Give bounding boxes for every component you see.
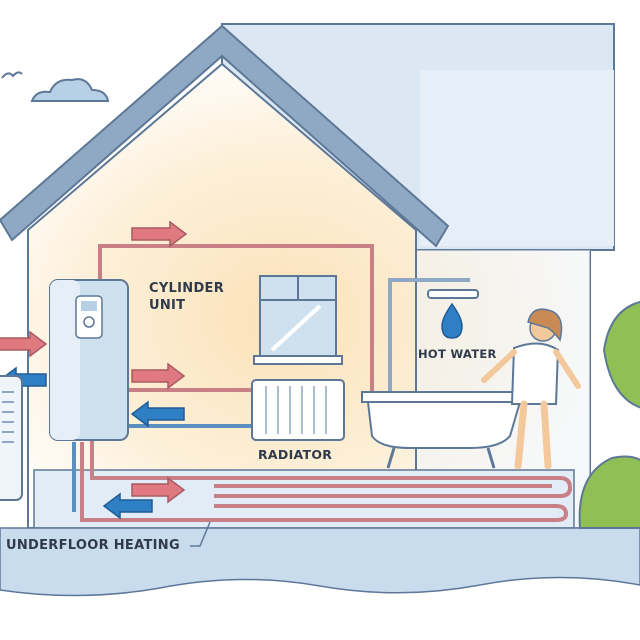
underfloor-heating-label: UNDERFLOOR HEATING (6, 538, 180, 553)
cylinder-unit-label: CYLINDER UNIT (149, 280, 224, 314)
bird-icon (1, 71, 23, 79)
cylinder-unit (49, 279, 129, 441)
ground (0, 527, 640, 597)
person-icon (481, 308, 581, 470)
thermostat-icon (75, 295, 103, 339)
shower-icon (427, 289, 479, 299)
cylinder-unit-label-line2: UNIT (149, 298, 186, 313)
hot-pipes (80, 244, 573, 522)
underfloor-leader (190, 521, 211, 547)
hot-water-label: HOT WATER (418, 347, 497, 361)
bush-icon (578, 301, 640, 529)
roof (0, 24, 450, 248)
window (253, 275, 343, 365)
radiator-unit (251, 379, 345, 441)
outdoor-unit (0, 375, 23, 501)
cold-pipes (72, 424, 256, 512)
radiator-label: RADIATOR (258, 447, 333, 462)
bathtub (361, 391, 527, 469)
cloud-icon (30, 78, 110, 102)
water-drop-icon (441, 302, 463, 339)
cylinder-unit-label-line1: CYLINDER (149, 281, 225, 296)
hot-arrows (0, 220, 188, 504)
